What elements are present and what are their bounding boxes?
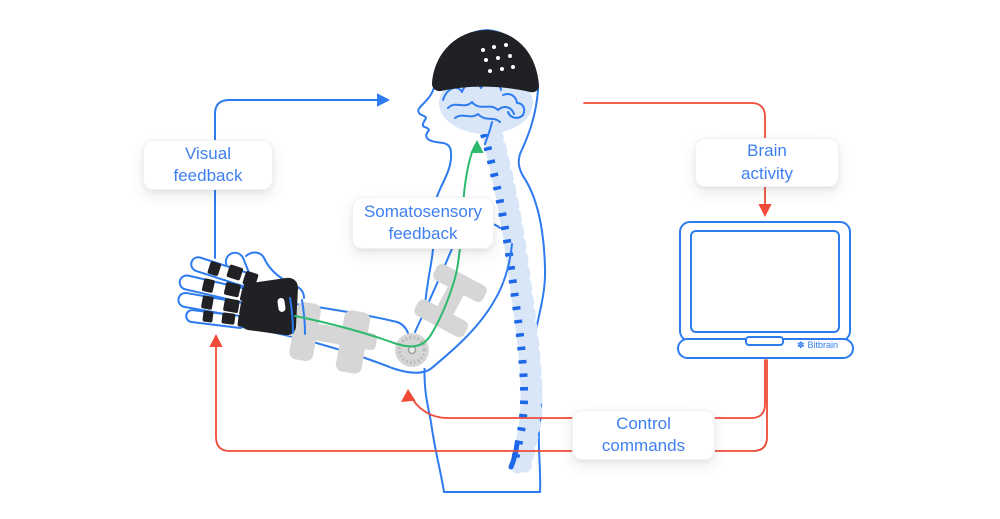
- spine-discs: [480, 132, 529, 465]
- elbow-actuator: [395, 333, 429, 367]
- glove-plate-slot: [277, 297, 286, 312]
- label-control-commands: Control commands: [572, 410, 715, 460]
- bitbrain-logo-icon: ✽: [797, 340, 805, 350]
- spine: [480, 122, 543, 474]
- eeg-cap: [432, 30, 539, 93]
- label-brain-activity: Brain activity: [695, 138, 839, 187]
- label-somatosensory-feedback: Somatosensory feedback: [352, 197, 494, 249]
- robotic-glove-hand: [177, 251, 306, 336]
- visual-feedback-arrow: [214, 93, 390, 259]
- glove-finger-bands: [201, 261, 259, 328]
- control-commands-arrow-hand: [209, 334, 768, 452]
- control-commands-arrow-elbow: [401, 359, 766, 419]
- tailbone: [508, 441, 520, 470]
- cap-electrode-dots: [481, 43, 515, 73]
- laptop-hinge-notch: [745, 336, 784, 346]
- somatosensory-feedback-arrow: [294, 140, 484, 348]
- laptop-brand: ✽ Bitbrain: [797, 341, 838, 350]
- spine-column: [480, 122, 536, 474]
- spine-processes: [489, 126, 543, 473]
- brain-activity-arrow: [583, 102, 772, 217]
- laptop-screen-inner: [690, 230, 840, 333]
- hand-web-outline: [245, 251, 305, 299]
- bitbrain-logo-text: Bitbrain: [807, 340, 839, 350]
- laptop: [677, 221, 854, 359]
- label-visual-feedback: Visual feedback: [143, 140, 273, 190]
